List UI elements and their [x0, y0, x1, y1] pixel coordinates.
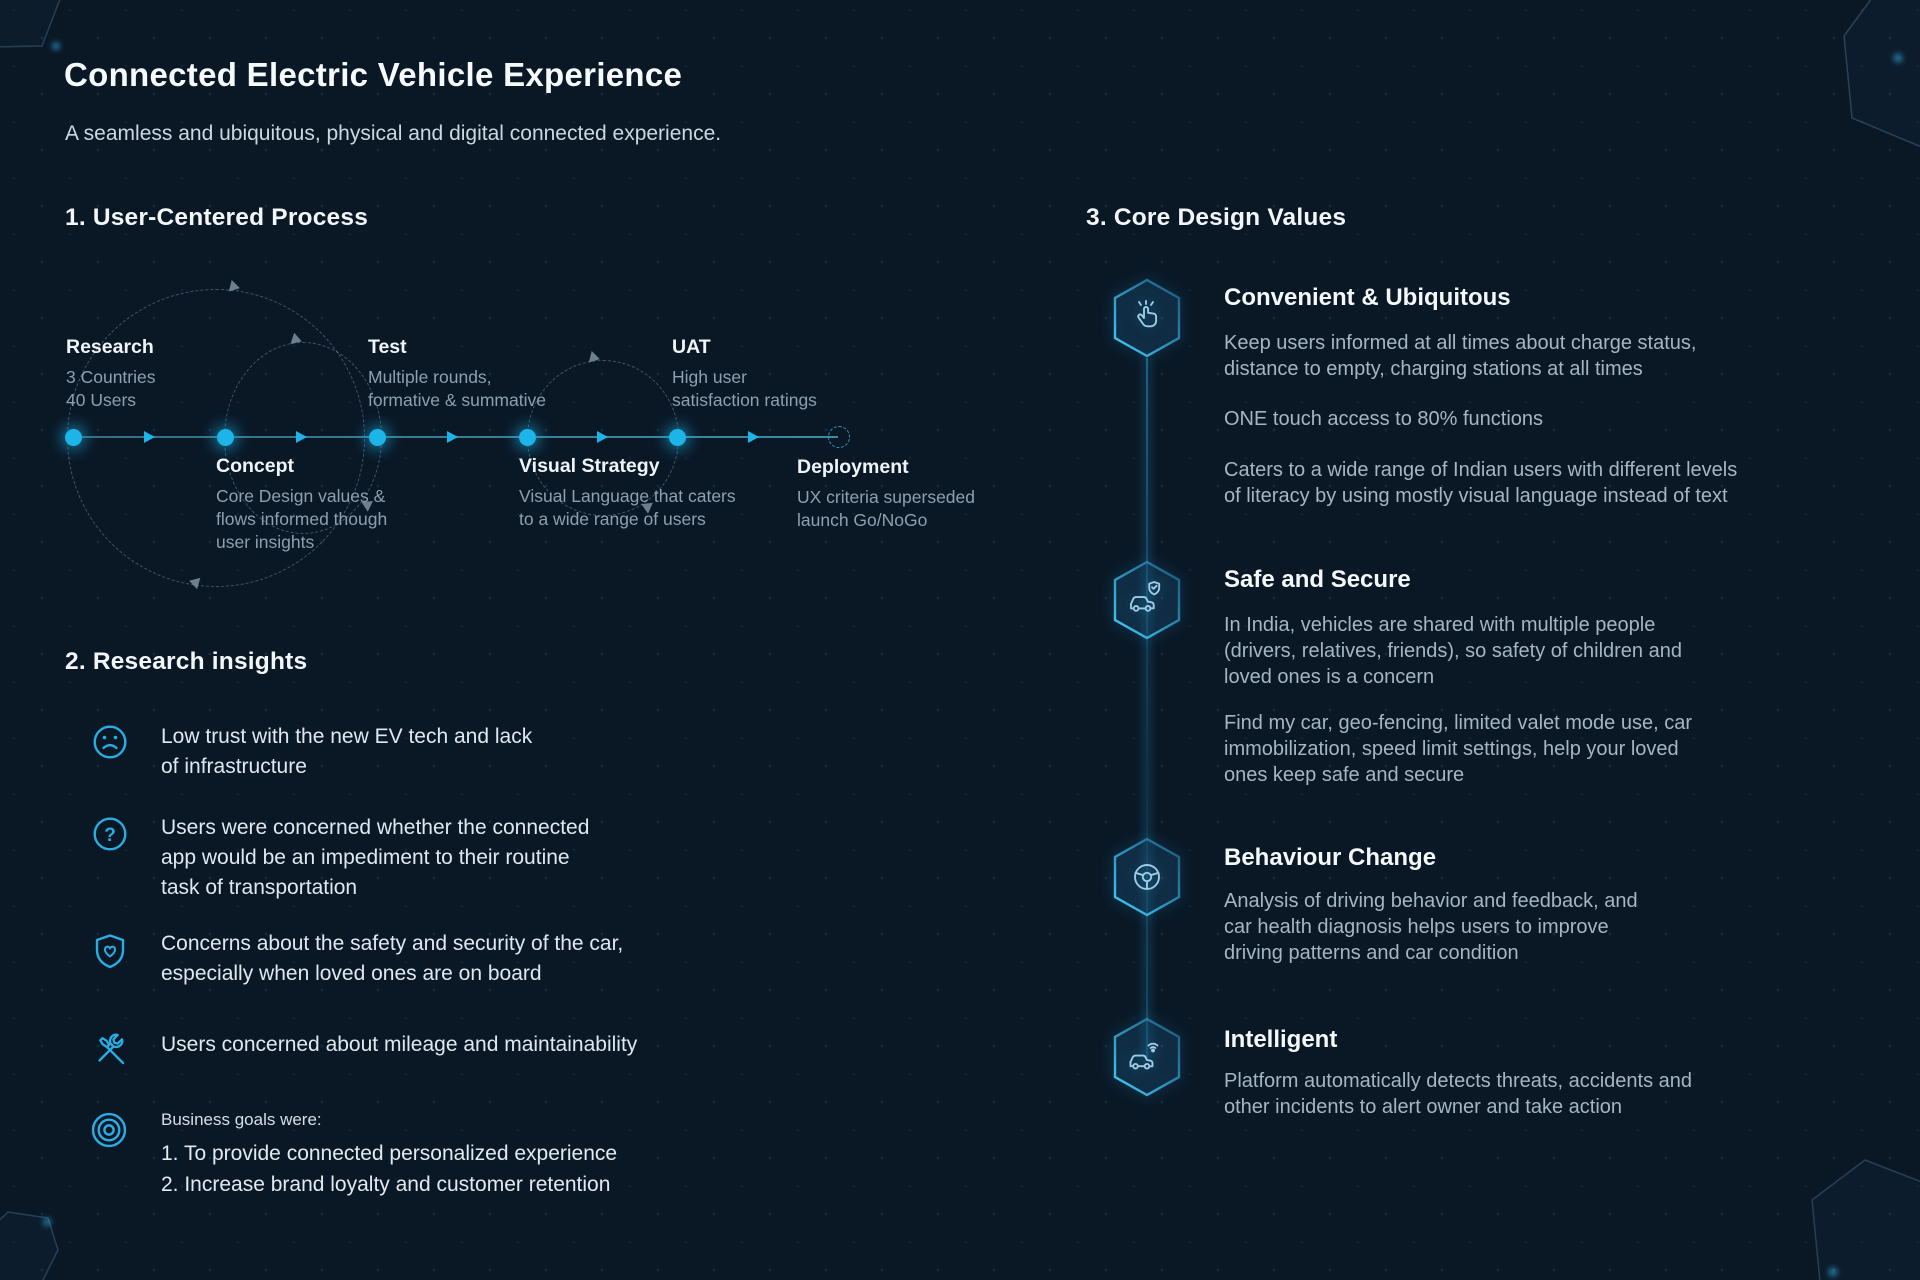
business-goal: 2. Increase brand loyalty and customer r… — [161, 1173, 611, 1196]
stage-name: Research — [66, 336, 154, 358]
business-goal: 1. To provide connected personalized exp… — [161, 1142, 618, 1165]
stage-desc: Multiple rounds, formative & summative — [368, 367, 546, 410]
timeline-arrow-icon — [447, 431, 458, 443]
stage-deployment: Deployment UX criteria superseded launch… — [797, 456, 975, 532]
value-paragraph: Analysis of driving behavior and feedbac… — [1224, 890, 1638, 964]
timeline-node-visual-strategy — [518, 428, 536, 446]
page-subtitle: A seamless and ubiquitous, physical and … — [65, 122, 722, 145]
corner-hexagon-decoration-bottom-right — [1811, 1159, 1920, 1280]
timeline-arrow-icon — [296, 431, 307, 443]
tap-icon — [1137, 300, 1158, 328]
insight-text: Low trust with the new EV tech and lack … — [161, 725, 533, 778]
business-goals-label: Business goals were: — [161, 1110, 322, 1129]
loop-arrowhead-icon — [641, 502, 653, 514]
tools-icon — [98, 1033, 125, 1065]
car-wifi-icon — [1129, 1042, 1159, 1070]
steering-wheel-icon — [1134, 864, 1160, 890]
timeline-node-uat — [668, 428, 686, 446]
value-title: Behaviour Change — [1224, 844, 1437, 871]
loop-arrowhead-icon — [588, 350, 600, 363]
loop-arrowhead-icon — [228, 279, 240, 292]
timeline-arrow-icon — [597, 431, 608, 443]
loop-arrowhead-icon — [189, 577, 201, 590]
stage-name: Visual Strategy — [519, 455, 660, 477]
insight-text: Concerns about the safety and security o… — [161, 932, 624, 985]
corner-hexagon-decoration-top-left — [0, 0, 61, 50]
corner-hexagon-decoration-top-right — [1843, 0, 1920, 148]
timeline-node-deployment — [828, 426, 850, 448]
timeline-node-concept — [216, 428, 234, 446]
hexagon-badge — [1113, 1017, 1181, 1097]
shield-heart-icon — [95, 934, 125, 969]
timeline-arrow-icon — [144, 431, 155, 443]
car-shield-icon — [1130, 581, 1161, 612]
hexagon-badge — [1113, 278, 1181, 358]
insight-text: Users concerned about mileage and mainta… — [161, 1033, 638, 1056]
value-paragraph: Platform automatically detects threats, … — [1224, 1070, 1693, 1118]
svg-text:?: ? — [104, 825, 116, 846]
stage-name: Deployment — [797, 456, 909, 478]
loop-arrowhead-icon — [361, 501, 374, 512]
stage-name: UAT — [672, 336, 711, 358]
stage-desc: UX criteria superseded launch Go/NoGo — [797, 487, 975, 530]
value-paragraph: Keep users informed at all times about c… — [1224, 332, 1697, 380]
value-title: Intelligent — [1224, 1026, 1338, 1053]
insight-text: Users were concerned whether the connect… — [161, 816, 590, 899]
value-title: Convenient & Ubiquitous — [1224, 284, 1511, 311]
stage-name: Concept — [216, 455, 294, 477]
sad-face-icon — [93, 725, 127, 759]
target-icon — [91, 1112, 127, 1148]
stage-visual-strategy: Visual Strategy Visual Language that cat… — [519, 455, 736, 531]
page-title: Connected Electric Vehicle Experience — [64, 56, 683, 93]
stage-name: Test — [368, 336, 407, 358]
stage-test: Test Multiple rounds, formative & summat… — [368, 336, 546, 412]
section-heading-values: 3. Core Design Values — [1086, 204, 1347, 231]
value-title: Safe and Secure — [1224, 566, 1411, 593]
stage-concept: Concept Core Design values & flows infor… — [216, 455, 387, 554]
stage-desc: High user satisfaction ratings — [672, 367, 817, 410]
stage-desc: Visual Language that caters to a wide ra… — [519, 486, 736, 529]
timeline-node-test — [368, 428, 386, 446]
loop-arrowhead-icon — [290, 332, 302, 345]
value-paragraph: Find my car, geo-fencing, limited valet … — [1224, 712, 1692, 786]
timeline-arrow-icon — [748, 431, 759, 443]
value-paragraph: ONE touch access to 80% functions — [1224, 408, 1544, 430]
corner-hexagon-decoration-bottom-left — [0, 1211, 59, 1280]
timeline-node-research — [64, 428, 82, 446]
stage-desc: Core Design values & flows informed thou… — [216, 486, 388, 552]
section-heading-insights: 2. Research insights — [65, 648, 308, 675]
question-circle-icon: ? — [93, 817, 127, 851]
values-connector-line — [1146, 358, 1148, 1058]
stage-desc: 3 Countries 40 Users — [66, 367, 156, 410]
section-heading-process: 1. User-Centered Process — [65, 204, 369, 231]
value-paragraph: In India, vehicles are shared with multi… — [1224, 614, 1682, 688]
hexagon-badge — [1113, 837, 1181, 917]
hexagon-badge — [1113, 560, 1181, 640]
stage-research: Research 3 Countries 40 Users — [66, 336, 156, 412]
stage-uat: UAT High user satisfaction ratings — [672, 336, 817, 412]
value-paragraph: Caters to a wide range of Indian users w… — [1224, 459, 1738, 507]
